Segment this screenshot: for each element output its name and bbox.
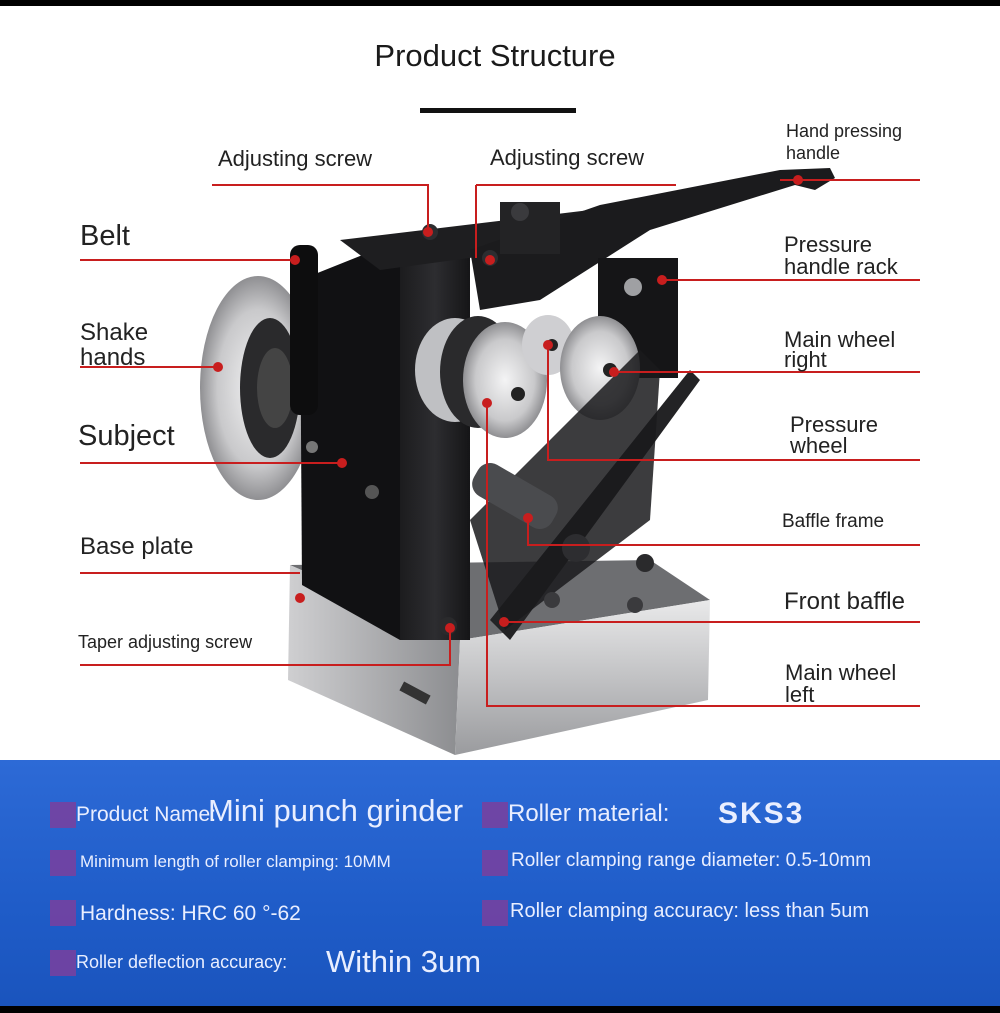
spec-clamping-accuracy: Roller clamping accuracy: less than 5um: [510, 900, 870, 922]
adjusting-screws-shape: [422, 202, 560, 266]
label-hand-pressing-handle: Hand pressing handle: [786, 121, 903, 163]
top-border: [0, 0, 1000, 6]
bullet-icon: [482, 850, 508, 876]
bottom-border: [0, 1006, 1000, 1013]
label-pressure-handle-rack: Pressure handle rack: [784, 232, 898, 279]
label-base-plate: Base plate: [80, 533, 194, 560]
spec-clamping-range: Roller clamping range diameter: 0.5-10mm: [511, 850, 872, 871]
label-adjusting-screw-left: Adjusting screw: [218, 146, 373, 171]
product-diagram: [80, 168, 920, 755]
bullet-icon: [50, 850, 76, 876]
spec-deflection-value: Within 3um: [326, 944, 482, 979]
spec-panel: Product Name: Mini punch grinder Roller …: [0, 760, 1000, 1006]
hand-wheel-shape: [200, 276, 316, 500]
spec-hardness: Hardness: HRC 60 °-62: [80, 902, 301, 925]
label-taper-adjusting-screw: Taper adjusting screw: [78, 632, 253, 652]
spec-product-name-label: Product Name:: [76, 803, 217, 826]
bullet-icon: [482, 802, 508, 828]
bullet-icon: [482, 900, 508, 926]
label-front-baffle: Front baffle: [784, 588, 905, 615]
front-baffle-shape: [439, 350, 700, 640]
spec-roller-material-value: SKS3: [718, 797, 805, 830]
leader-lines: [80, 179, 920, 707]
label-adjusting-screw-right: Adjusting screw: [490, 145, 645, 170]
leader-dots: [213, 175, 803, 633]
label-belt: Belt: [80, 220, 130, 252]
page-title: Product Structure: [374, 38, 616, 73]
spec-product-name-value: Mini punch grinder: [208, 793, 464, 828]
label-baffle-frame: Baffle frame: [782, 511, 885, 532]
label-main-wheel-left: Main wheel left: [785, 660, 897, 707]
label-shake-hands: Shake hands: [80, 319, 149, 371]
bullet-icon: [50, 802, 76, 828]
bullet-icon: [50, 900, 76, 926]
spec-min-length: Minimum length of roller clamping: 10MM: [80, 852, 391, 871]
title-underline: [420, 108, 576, 113]
spec-deflection-label: Roller deflection accuracy:: [76, 952, 288, 972]
spec-roller-material-label: Roller material:: [508, 800, 670, 827]
bullet-icon: [50, 950, 76, 976]
label-subject: Subject: [78, 420, 175, 452]
label-main-wheel-right: Main wheel right: [784, 327, 896, 372]
label-pressure-wheel: Pressure wheel: [790, 412, 879, 458]
